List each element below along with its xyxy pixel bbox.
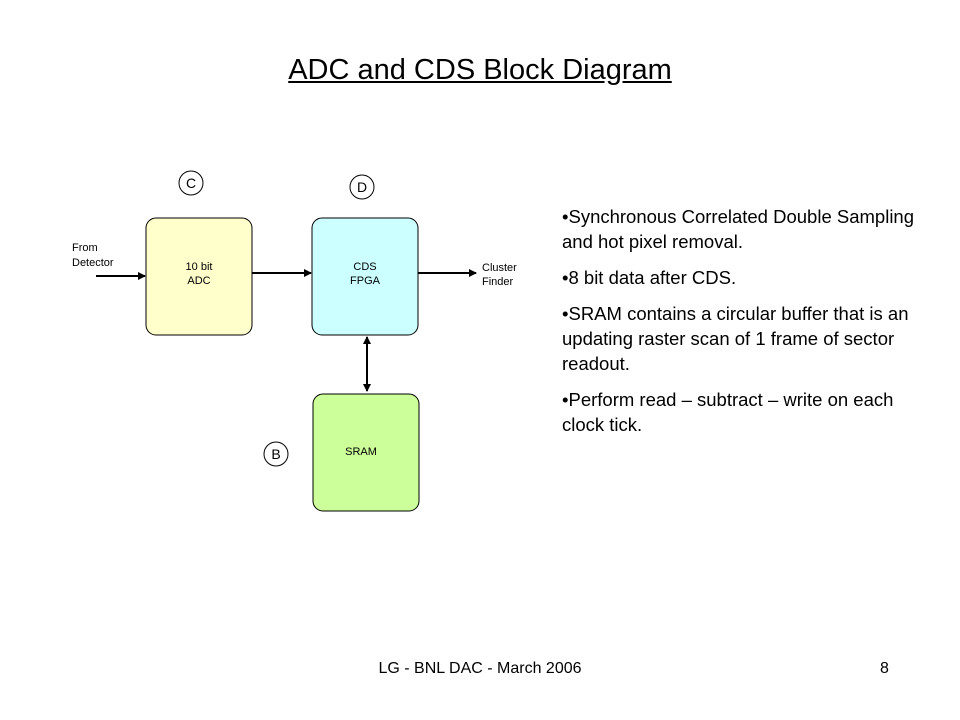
output-label-line1: Cluster [482, 262, 517, 274]
cds-tag-letter: D [357, 179, 367, 195]
cds-label-line1: CDS [353, 261, 376, 273]
sram-label: SRAM [345, 446, 377, 458]
bullet-item: •Synchronous Correlated Double Sampling … [562, 206, 915, 252]
slide-title: ADC and CDS Block Diagram [288, 54, 672, 86]
adc-tag-letter: C [186, 175, 196, 191]
bullet-list: •Synchronous Correlated Double Sampling … [562, 204, 922, 448]
adc-tag-circle [178, 170, 204, 196]
sram-tag-circle [263, 441, 289, 467]
output-label-line2: Finder [482, 276, 514, 288]
footer-text: LG - BNL DAC - March 2006 [378, 660, 582, 677]
input-label-line1: From [72, 242, 98, 254]
bullet-item: •SRAM contains a circular buffer that is… [562, 303, 909, 374]
sram-block [312, 393, 420, 512]
cds-tag-circle [349, 174, 375, 200]
cds-block [311, 217, 419, 336]
adc-label-line2: ADC [187, 275, 210, 287]
adc-block [145, 217, 253, 336]
sram-tag-letter: B [271, 446, 280, 462]
cds-label-line2: FPGA [350, 275, 381, 287]
bullet-item: •8 bit data after CDS. [562, 267, 737, 288]
page-number: 8 [880, 660, 889, 677]
bullet-item: •Perform read – subtract – write on each… [562, 389, 894, 435]
adc-label-line1: 10 bit [186, 261, 213, 273]
input-label-line2: Detector [72, 257, 114, 269]
